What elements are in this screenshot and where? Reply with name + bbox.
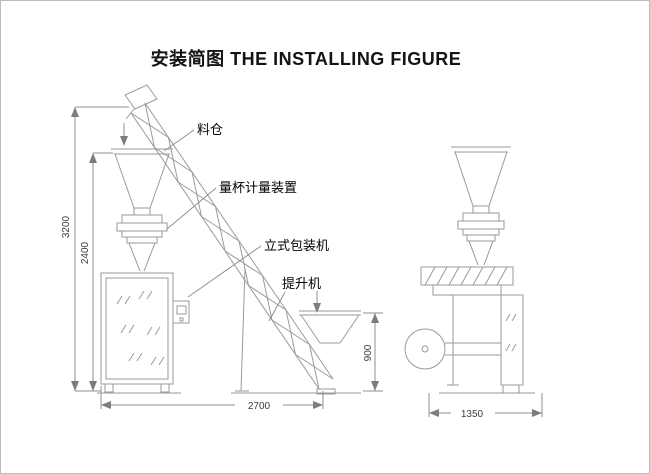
elevator-support-post [235,268,249,392]
cabinet-door-reflections [116,290,165,366]
cabinet-legs [104,383,170,393]
side-measuring-stack [457,212,505,242]
elevator-conveyor [124,84,361,395]
dim-value-3200: 3200 [61,215,72,238]
front-view [97,123,190,394]
callout-elevator: 提升机 [282,276,321,291]
dim-line-3200 [74,106,129,392]
dimension-front-width: 2700 [100,386,324,412]
dim-line-1350 [428,393,543,417]
dim-value-2700: 2700 [248,401,271,412]
feed-arrow-head [313,303,321,313]
tray-frame [432,284,502,296]
column-reflections [505,313,517,352]
elevator-head [124,84,158,110]
cabinet-body [100,272,174,385]
side-view [404,146,535,394]
tray-support-leg [447,295,459,386]
side-discharge-cone [468,240,494,266]
infeed-arrow-head [120,136,128,146]
elevator-foot [316,388,336,395]
callouts: 料仓 量杯计量装置 立式包装机 提升机 [163,122,329,322]
callout-vertical-packer: 立式包装机 [264,238,329,253]
dimension-front-total-height: 3200 [61,106,129,392]
dim-value-900: 900 [363,344,374,361]
front-measuring-stack [116,214,168,244]
dimension-front-machine-height: 2400 [80,152,113,391]
callout-leader-lines [163,129,286,322]
elevator-head-spout [125,108,135,120]
side-feet [502,385,520,393]
film-roll-hub [421,345,429,353]
film-roll-struts [445,342,501,356]
elevator-truss-2 [144,102,334,380]
dimension-feed-hopper-height: 900 [363,312,383,392]
tray-hatch [424,266,508,286]
page-title: 安装简图 THE INSTALLING FIGURE [150,49,462,69]
dim-line-2400 [92,152,113,391]
dim-line-2700 [100,386,324,409]
dimension-side-width: 1350 [428,393,543,420]
elevator-truss-1 [130,112,320,390]
feed-hopper [299,310,361,344]
front-discharge-cone [128,242,156,272]
dim-line-900 [363,312,383,392]
film-roll [404,328,446,370]
dim-value-2400: 2400 [80,241,91,264]
callout-silo: 料仓 [197,122,223,137]
callout-measuring-device: 量杯计量装置 [219,180,297,195]
control-panel [173,300,190,324]
vibrating-feeder-tray [420,266,514,286]
front-hopper [111,148,173,215]
side-machine-column [500,294,524,386]
side-hopper [451,146,511,213]
dim-value-1350: 1350 [461,409,484,420]
